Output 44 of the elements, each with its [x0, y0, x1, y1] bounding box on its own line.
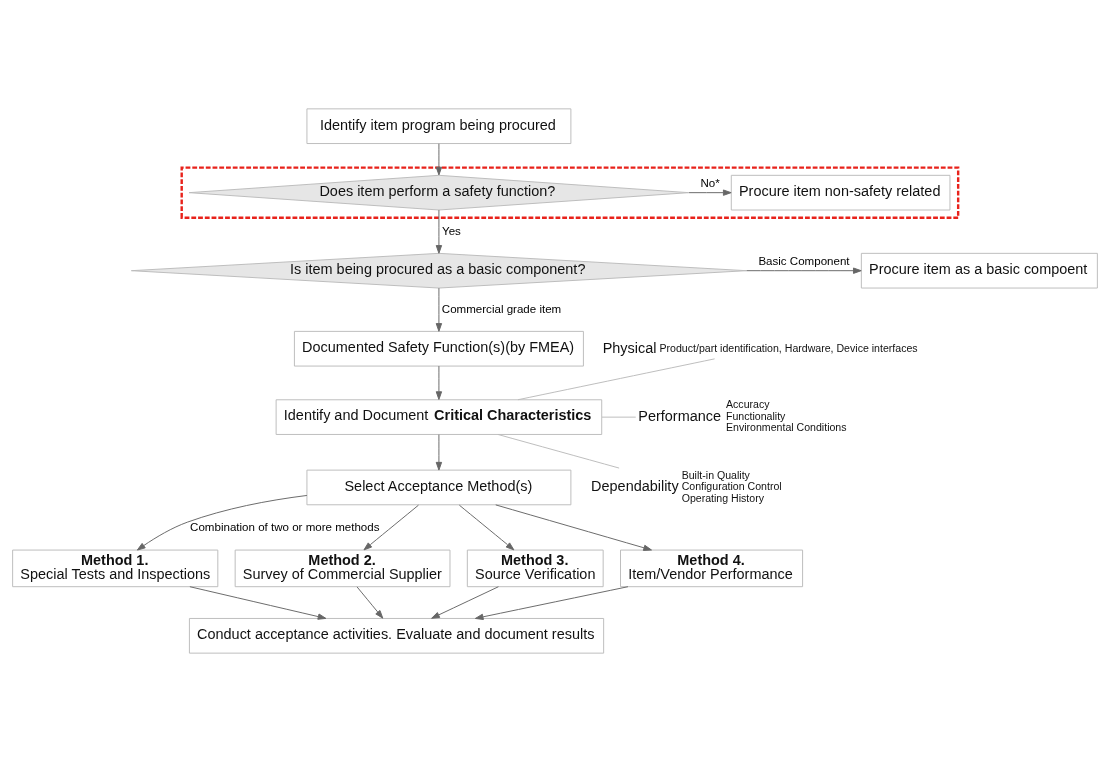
connector: [517, 357, 716, 400]
node-box: Method 3. Source Verification: [466, 549, 604, 587]
arrow: [435, 287, 443, 332]
arrow: [435, 433, 443, 471]
node-box: Procure item non-safety related: [730, 174, 951, 210]
node-label: Functionality: [725, 409, 786, 422]
edge-label: No*: [700, 176, 720, 188]
node-diamond: Does item perform a safety function?: [188, 174, 690, 210]
node-diamond: Is item being procured as a basic component?: [130, 252, 747, 289]
arrow: [746, 267, 862, 274]
arrow: [435, 209, 443, 254]
arrow: [189, 585, 327, 620]
arrow: [356, 585, 384, 619]
arrow: [363, 504, 419, 550]
node-box: Method 2. Survey of Commercial Supplier: [234, 549, 451, 587]
node-label: Built-in Quality: [681, 468, 750, 481]
arrow: [431, 585, 499, 619]
arrow: [688, 189, 732, 196]
node-box: Procure item as a basic compoent: [860, 252, 1098, 289]
node-label: Operating History: [681, 491, 764, 504]
node-text: Dependability: [591, 477, 679, 494]
edge-label: Yes: [442, 224, 461, 237]
node-box: Documented Safety Function(s)(by FMEA): [293, 330, 584, 367]
edge-label: Commercial grade item: [441, 302, 562, 315]
node-box: Select Acceptance Method(s): [306, 469, 572, 505]
node-box: Method 4. Item/Vendor Performance: [620, 549, 804, 587]
node-text: Performance: [638, 407, 721, 423]
edge-label: Basic Component: [758, 254, 850, 267]
connector: [497, 433, 620, 469]
arrow: [435, 142, 443, 175]
arrow: [474, 585, 629, 620]
arrow: [136, 494, 308, 551]
edge-label: Combination of two or more methods: [190, 520, 380, 533]
arrow: [495, 503, 652, 551]
connector: [601, 416, 637, 418]
arrow: [435, 365, 443, 400]
node-box: Identify item program being procured: [306, 107, 572, 144]
node-box: Method 1. Special Tests and Inspections: [12, 549, 219, 587]
node-text: Physical: [602, 339, 657, 356]
node-label: Product/part identification, Hardware, Device interfaces: [659, 341, 918, 354]
node-label: Accuracy: [725, 397, 770, 410]
node-box: Conduct acceptance activities. Evaluate and document results: [188, 617, 605, 654]
arrow: [458, 504, 515, 550]
node-box: Identify and Document Critical Characteristics: [275, 398, 603, 435]
